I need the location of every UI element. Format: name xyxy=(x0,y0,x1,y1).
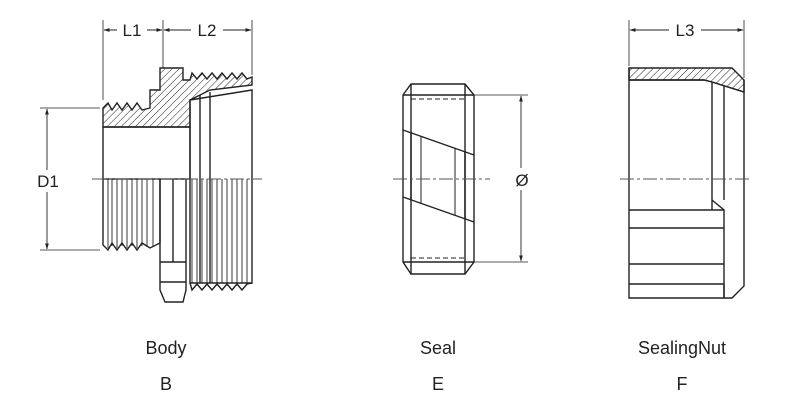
sealing-nut-drawing xyxy=(620,20,752,299)
seal-name-label: Seal xyxy=(420,338,456,358)
body-code-label: B xyxy=(160,374,172,394)
seal-drawing xyxy=(393,83,528,275)
body-hex-collar xyxy=(159,179,187,303)
nut-outline xyxy=(628,68,745,299)
seal-code-label: E xyxy=(432,374,444,394)
body-hatched-section xyxy=(102,67,253,128)
body-left-bore xyxy=(102,126,191,180)
l2-label: L2 xyxy=(198,21,217,40)
diameter-label: Ø xyxy=(515,171,528,190)
body-left-thread xyxy=(102,179,161,252)
body-name-label: Body xyxy=(145,338,186,358)
l1-label: L1 xyxy=(123,21,142,40)
body-drawing xyxy=(40,20,262,303)
seal-diagonal-cut xyxy=(402,129,475,223)
sealing-nut-code-label: F xyxy=(677,374,688,394)
d1-label: D1 xyxy=(37,172,59,191)
l3-label: L3 xyxy=(676,21,695,40)
sealing-nut-name-label: SealingNut xyxy=(638,338,726,358)
